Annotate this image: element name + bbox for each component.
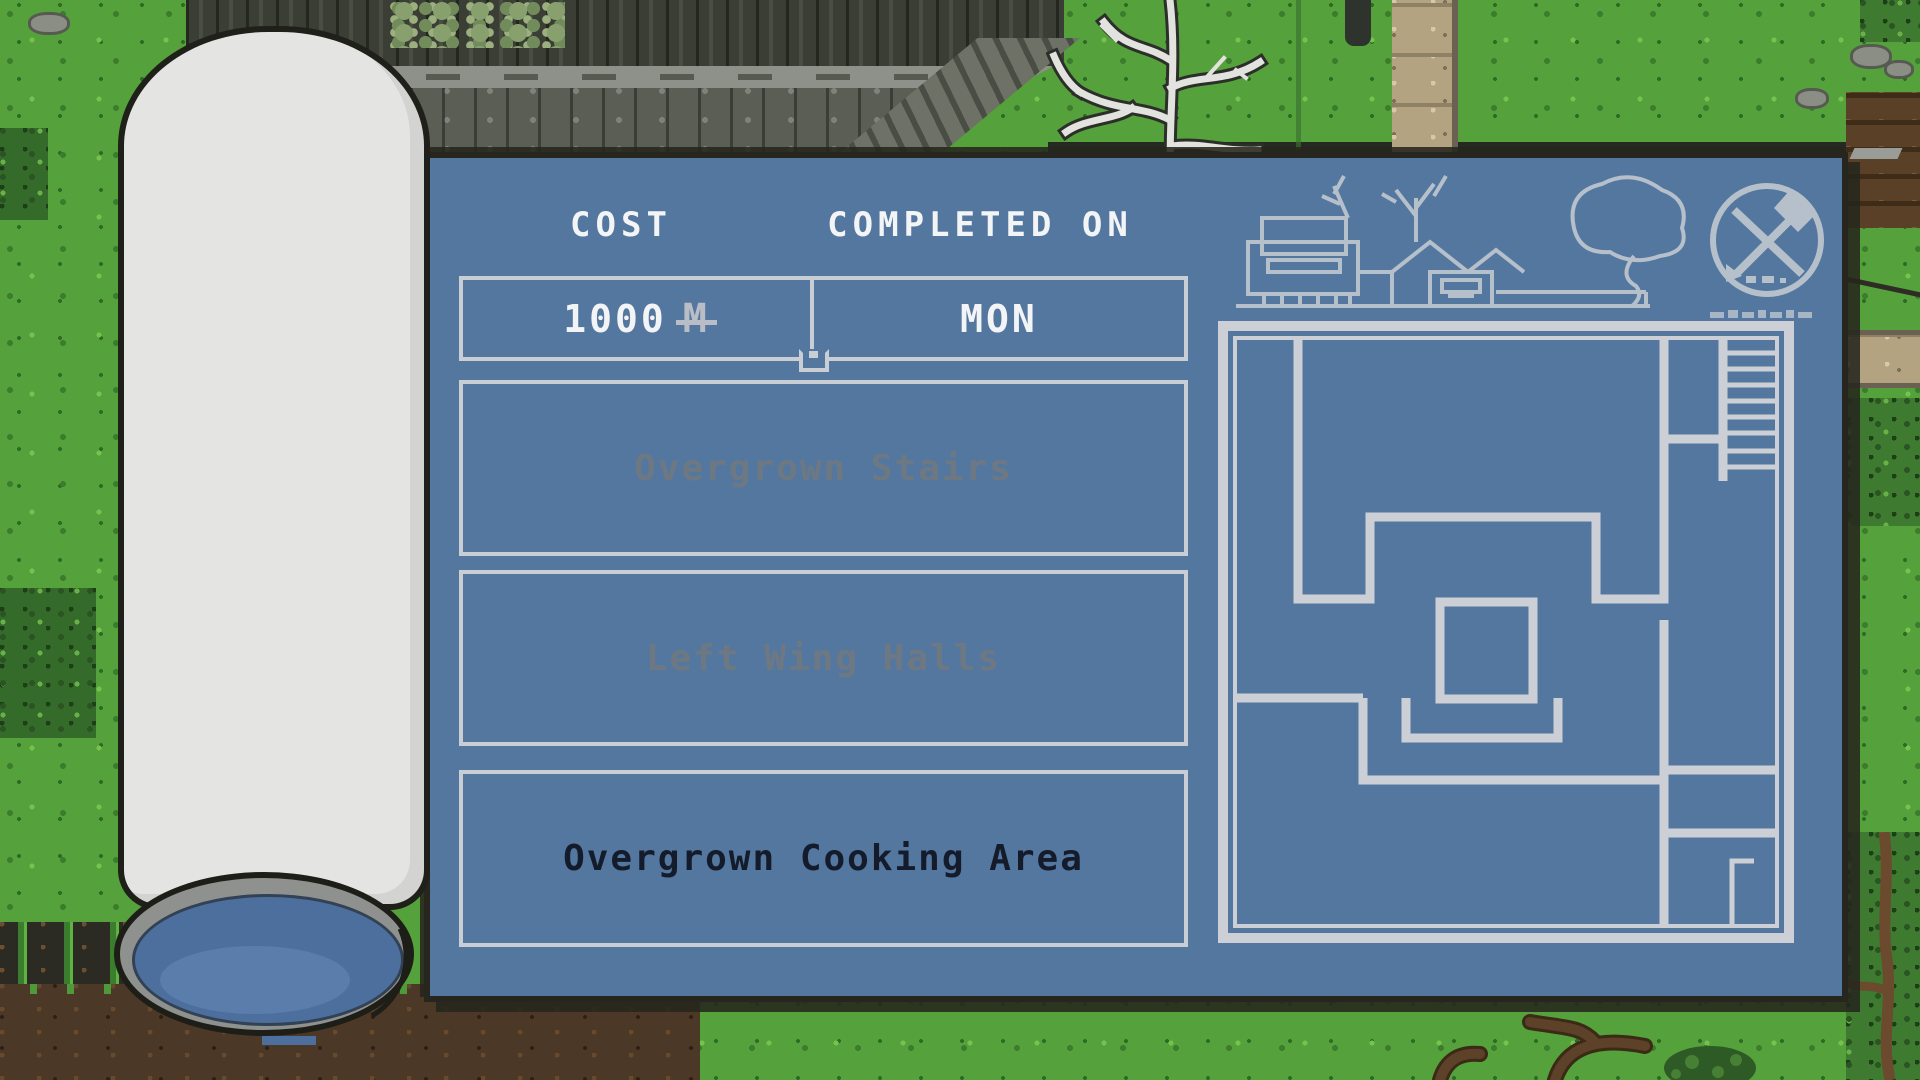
corner-tree-canopy [1846,832,1920,1080]
project-label: Left Wing Halls [645,637,1002,679]
blueprint-panel: COST COMPLETED ON 1000 M MON Overgrown S… [424,152,1848,1002]
project-button-overgrown-stairs[interactable]: Overgrown Stairs [459,380,1188,556]
foliage-cluster [1846,398,1920,526]
fallen-log [1846,92,1920,228]
grass-tile-seam [1296,0,1301,150]
path-tiles [1846,330,1920,388]
project-label: Overgrown Stairs [634,447,1013,489]
completed-day-value: MON [960,296,1038,341]
cost-table: 1000 M MON [459,276,1188,372]
cost-header: COST [570,205,672,245]
rock [28,12,70,35]
signature-scribble [1710,310,1812,318]
project-label: Overgrown Cooking Area [563,838,1084,879]
cost-cell: 1000 M [463,280,814,357]
birch-tree [1046,0,1269,192]
tree-post [1345,0,1371,46]
floorplan-map [1218,321,1794,943]
leaf-clump [0,128,48,220]
completed-day-cell: MON [814,280,1184,357]
scroll-rolled-end [114,872,426,1042]
scroll-roll-tab [262,1036,316,1045]
builders-stamp-icon [1710,183,1824,318]
twig [1838,275,1920,298]
estate-illustration [1236,174,1686,308]
leaf-clump [0,588,96,738]
project-button-left-wing-halls[interactable]: Left Wing Halls [459,570,1188,746]
completed-on-header: COMPLETED ON [827,205,1133,245]
scroll-roll-sheen [160,946,350,1014]
branches-and-bushes [1432,1014,1876,1080]
currency-icon: M [675,295,717,342]
table-notch [799,349,829,372]
rock [1795,88,1829,109]
rock [1884,60,1914,79]
path-strip [1392,0,1458,153]
roof-moss-patch [385,0,565,48]
project-button-overgrown-cooking-area[interactable]: Overgrown Cooking Area [459,770,1188,947]
foliage-cluster [1860,0,1920,42]
cost-value: 1000 [563,296,667,341]
blueprint-paper-scroll [118,26,430,910]
